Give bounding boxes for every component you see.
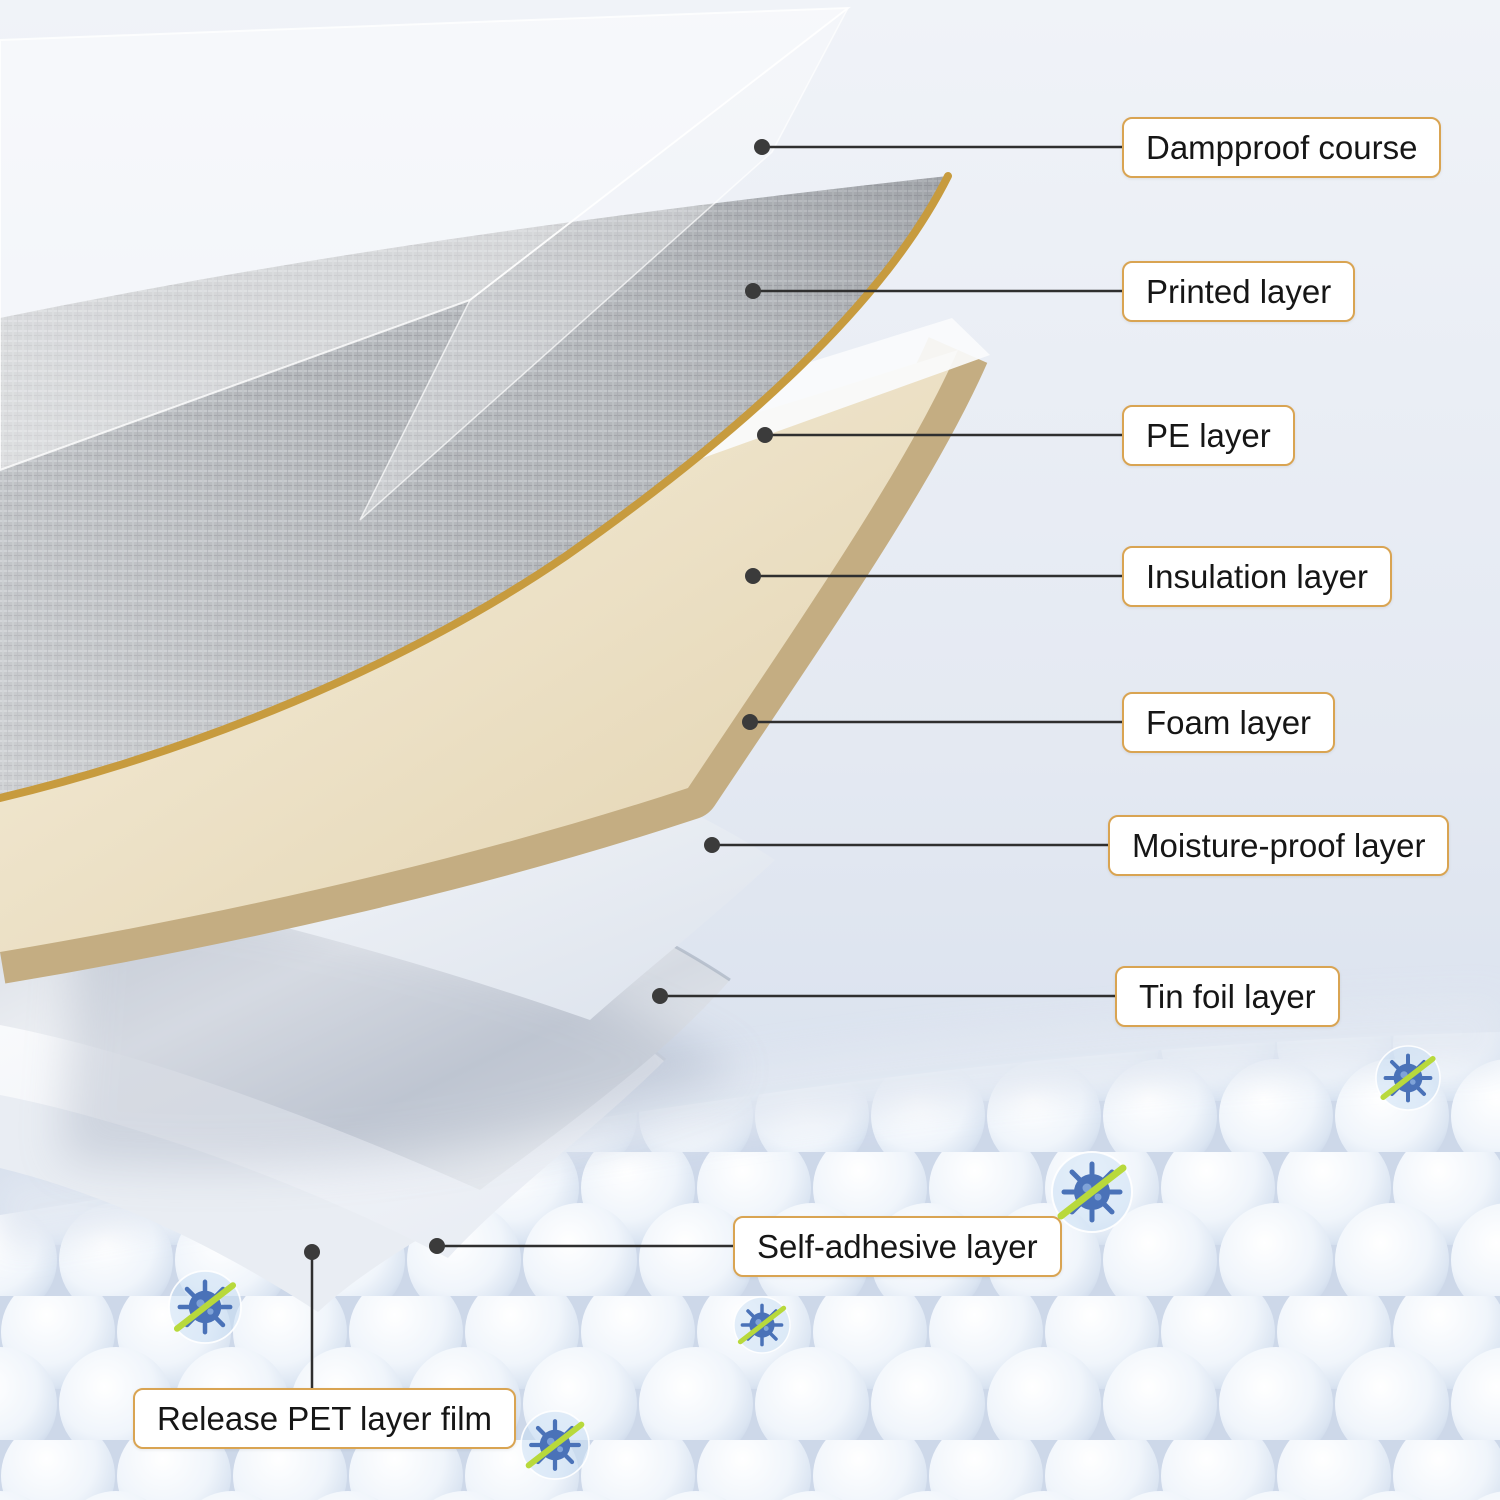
insulation-layer-shape [0,350,958,952]
label-pe-layer: PE layer [1122,405,1295,466]
virus-blocked-icon [169,1271,241,1343]
label-insulation-layer: Insulation layer [1122,546,1392,607]
label-moisture-proof-layer: Moisture-proof layer [1108,815,1450,876]
label-release-pet-layer-film: Release PET layer film [133,1388,517,1449]
printed-layer-group [0,172,952,802]
label-dampproof-course: Dampproof course [1122,117,1442,178]
virus-blocked-icon [521,1411,589,1479]
stack-shadow [60,880,740,1168]
leader-lines [310,145,1122,1388]
dampproof-film-group [0,6,852,521]
virus-blocked-icon [1052,1152,1132,1232]
printed-layer-gold-edge [0,172,952,802]
label-foam-layer: Foam layer [1122,692,1336,753]
label-printed-layer: Printed layer [1122,261,1356,322]
label-tin-foil-layer: Tin foil layer [1115,966,1340,1027]
label-self-adhesive-layer: Self-adhesive layer [733,1216,1062,1277]
virus-blocked-icon [734,1297,790,1353]
virus-blocked-icon [1376,1046,1440,1110]
leader-dots [304,139,773,1260]
dampproof-film-fold [359,7,849,521]
printed-layer-shading [0,176,948,798]
